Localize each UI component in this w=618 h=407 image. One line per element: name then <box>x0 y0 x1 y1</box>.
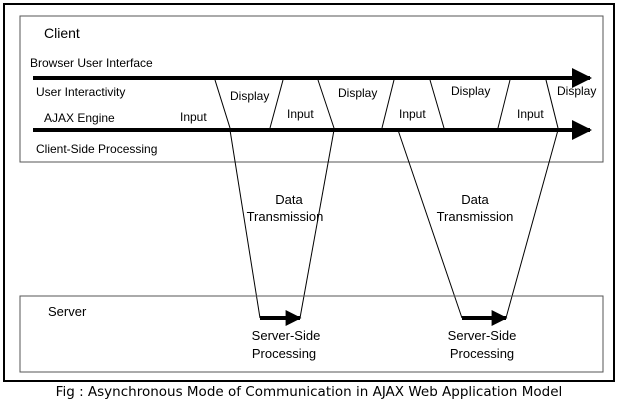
server-title: Server <box>48 304 87 319</box>
connector-line <box>214 79 231 129</box>
browser-ui-label: Browser User Interface <box>30 56 153 70</box>
display-label: Display <box>338 86 377 100</box>
connector-line <box>381 79 395 129</box>
transmission-line <box>397 129 463 319</box>
figure-caption: Fig : Asynchronous Mode of Communication… <box>55 384 563 400</box>
connector-line <box>497 79 511 129</box>
transmission-line <box>299 129 335 319</box>
transmission-line <box>229 129 261 319</box>
input-label: Input <box>180 110 207 124</box>
input-label: Input <box>399 107 426 121</box>
input-label: Input <box>517 107 544 121</box>
user-interactivity-label: User Interactivity <box>36 85 125 99</box>
transmission-lines <box>229 129 559 319</box>
client-side-processing-label: Client-Side Processing <box>36 142 157 156</box>
client-title: Client <box>44 25 80 41</box>
connector-line <box>317 79 335 129</box>
connector-line <box>429 79 445 129</box>
data-transmission-line2: Transmission <box>247 209 324 224</box>
display-label: Display <box>557 84 596 98</box>
server-side-label: Server-Side <box>448 328 517 343</box>
data-transmission-line1: Data <box>461 192 489 207</box>
connector-line <box>269 79 284 129</box>
connector-line <box>545 79 559 129</box>
processing-label: Processing <box>252 346 316 361</box>
data-transmission-line1: Data <box>275 192 303 207</box>
server-box <box>19 295 604 373</box>
processing-label: Processing <box>450 346 514 361</box>
data-transmission-line2: Transmission <box>437 209 514 224</box>
outer-frame <box>3 3 615 382</box>
display-label: Display <box>230 89 269 103</box>
display-label: Display <box>451 84 490 98</box>
transmission-line <box>505 129 559 319</box>
input-label: Input <box>287 107 314 121</box>
interaction-connectors <box>214 79 559 129</box>
ajax-engine-label: AJAX Engine <box>44 111 115 125</box>
client-box <box>19 15 604 163</box>
server-side-label: Server-Side <box>252 328 321 343</box>
